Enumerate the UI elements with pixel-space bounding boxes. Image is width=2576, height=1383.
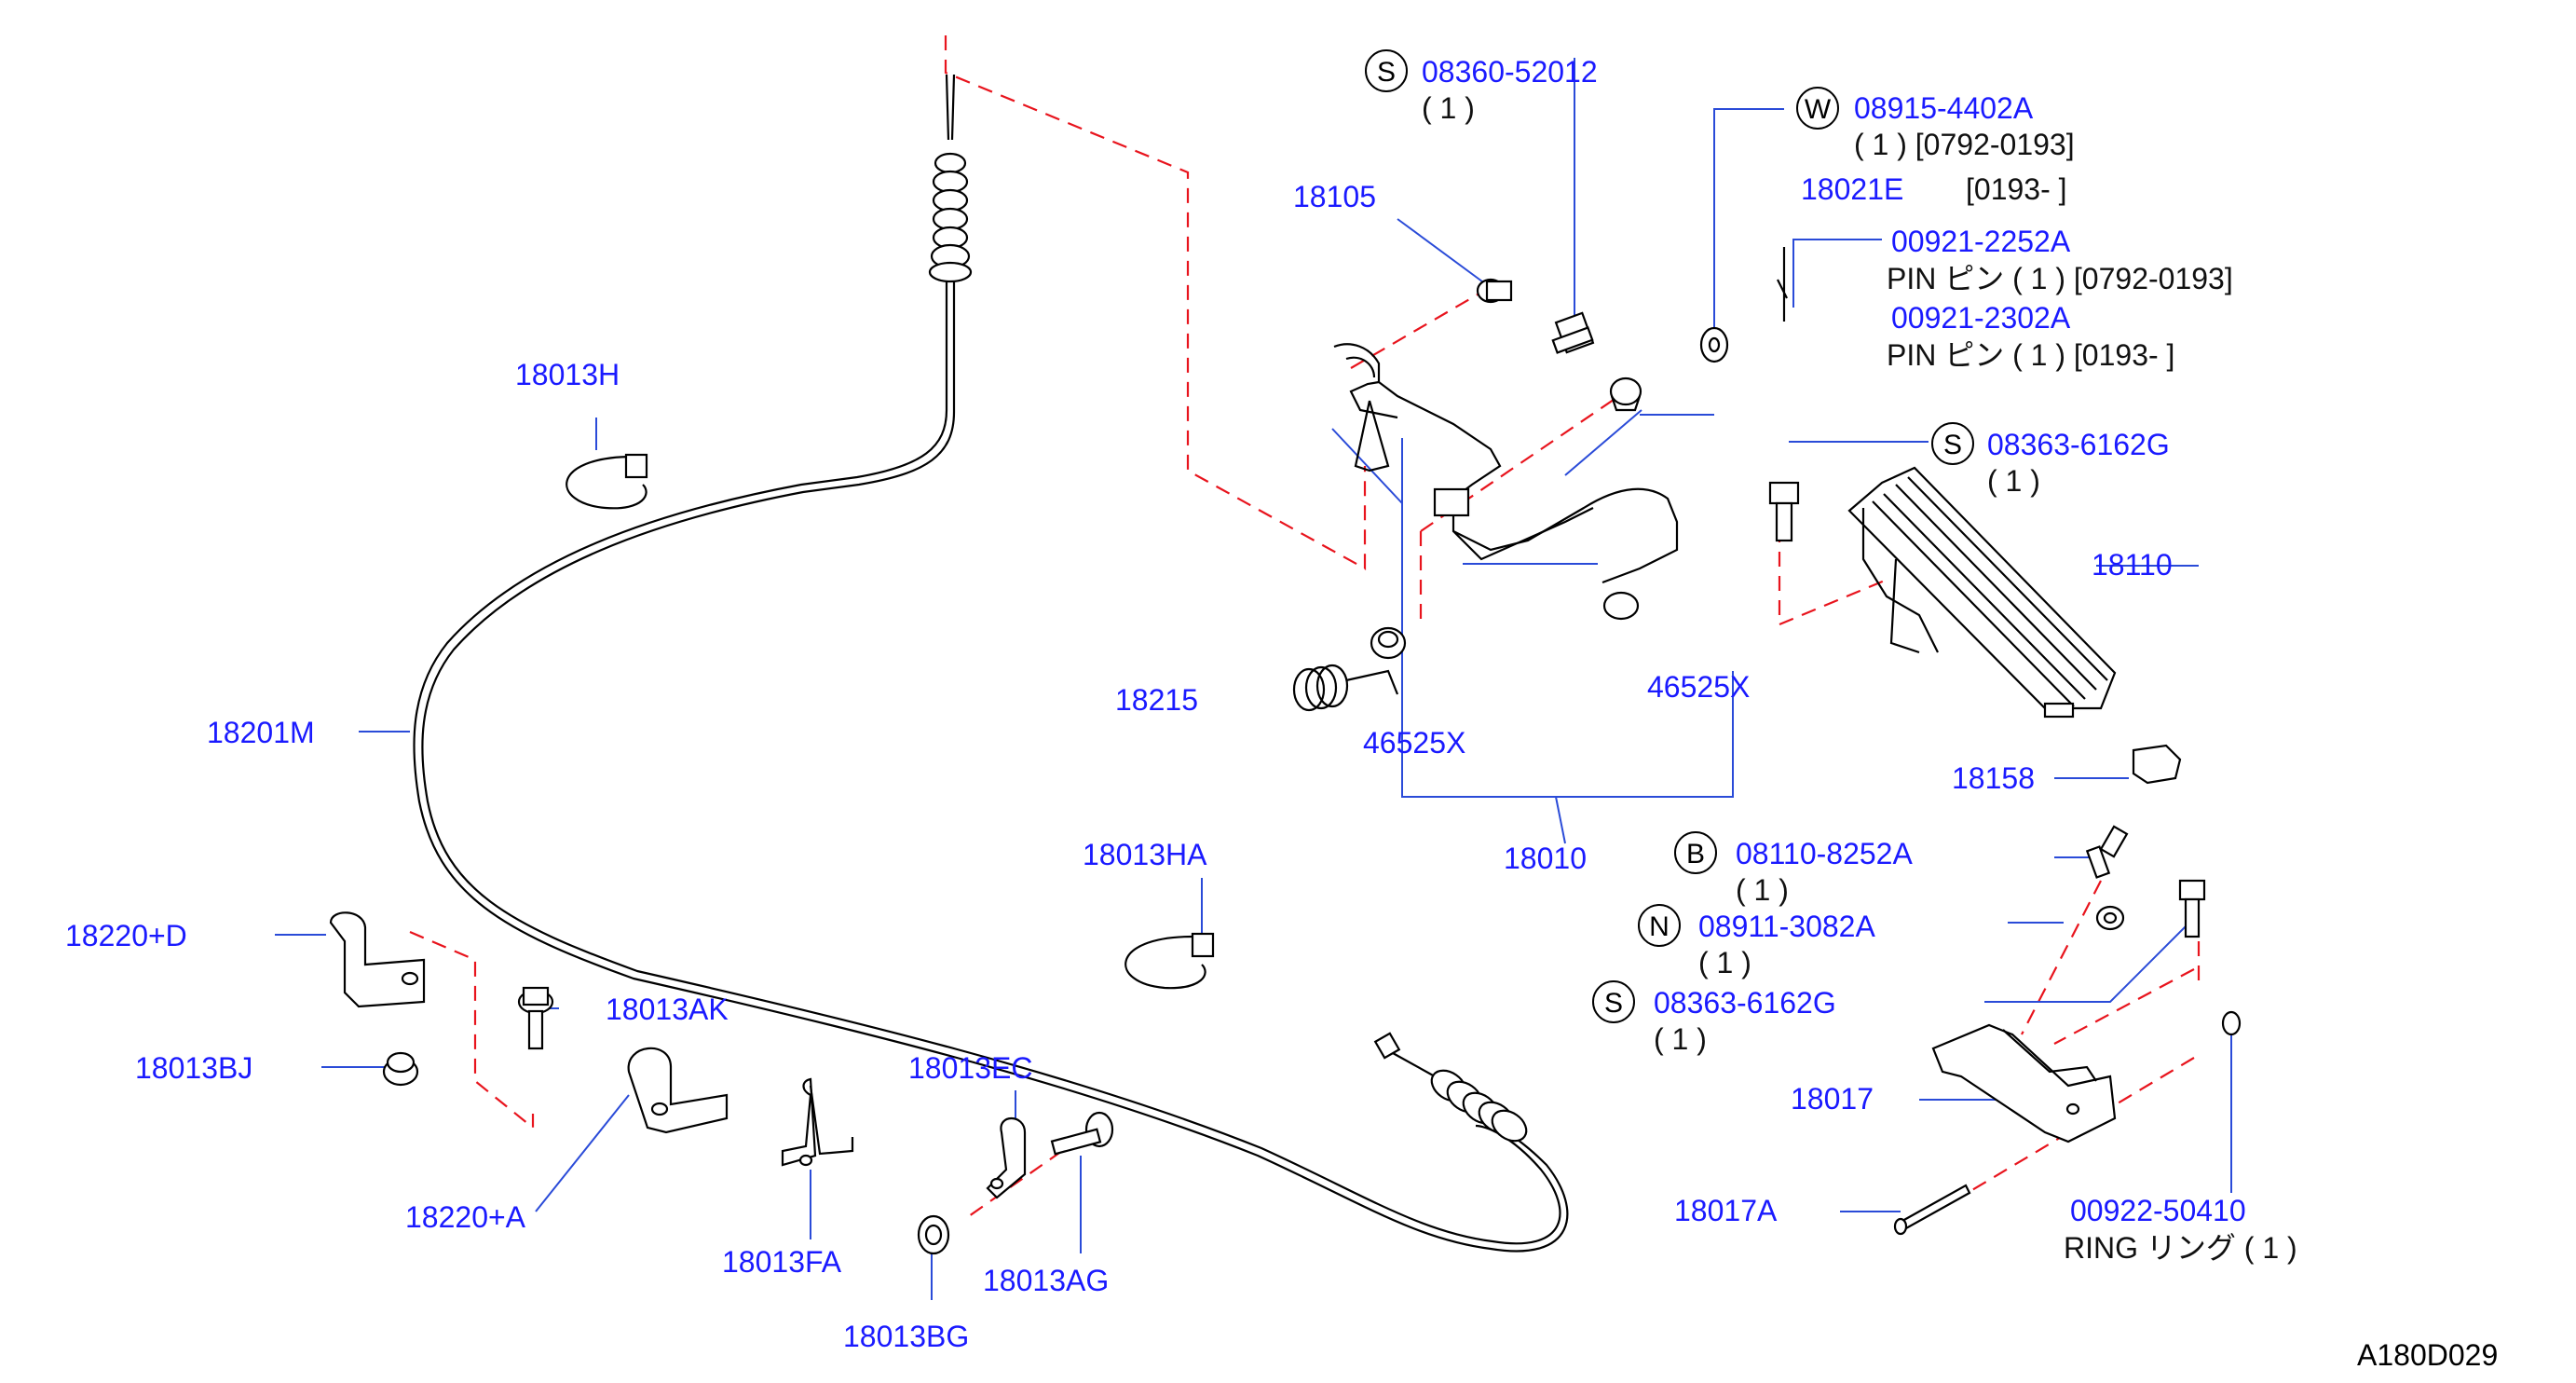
callout-18013ha[interactable]: 18013HA (1083, 838, 1207, 871)
qty-08110-8252a: ( 1 ) (1736, 873, 1789, 907)
callout-08360-52012[interactable]: 08360-52012 (1422, 55, 1598, 89)
bolt-08360-52012 (1551, 311, 1595, 354)
assembly-dashed-lines (409, 35, 2201, 1217)
bolt-18013ak (517, 986, 554, 1050)
bolt-08110 (2085, 825, 2129, 879)
prefix-letter: S (1943, 430, 1962, 460)
callout-08911-3082a[interactable]: 08911-3082A (1698, 910, 1875, 943)
washer-08915 (1699, 326, 1729, 363)
nut-18013bj (382, 1051, 419, 1087)
qty-08911-3082a: ( 1 ) (1698, 946, 1751, 979)
pin-18017a (1893, 1184, 1971, 1236)
qty-08363-6162g-bottom: ( 1 ) (1654, 1022, 1707, 1056)
callout-18013h[interactable]: 18013H (515, 358, 620, 391)
callout-labels: 08360-52012 ( 1 ) 08915-4402A ( 1 ) [079… (65, 55, 2498, 1372)
qty-08363-6162g-top: ( 1 ) (1987, 464, 2040, 498)
stopper-18158 (2132, 744, 2182, 785)
bracket-18017 (1931, 1023, 2117, 1143)
callout-08915-4402a[interactable]: 08915-4402A (1854, 91, 2034, 125)
bushing-46525x-2 (1609, 377, 1642, 412)
bolt-08363-top (1768, 481, 1800, 542)
cable-clamp-18013ha (1124, 932, 1215, 990)
callout-46525x-upper[interactable]: 46525X (1647, 670, 1750, 704)
callout-08363-6162g-top[interactable]: 08363-6162G (1987, 428, 2170, 461)
callout-18220d[interactable]: 18220+D (65, 919, 187, 952)
pedal-lever-18010 (1333, 343, 1679, 621)
callout-18013ec[interactable]: 18013EC (908, 1051, 1032, 1085)
bushing-18105 (1476, 278, 1513, 304)
callout-18021e[interactable]: 18021E (1801, 172, 1903, 206)
callout-00921-2302a[interactable]: 00921-2302A (1891, 301, 2071, 335)
desc-00922-50410: RING リング ( 1 ) (2064, 1231, 2297, 1265)
spring-18215 (1292, 664, 1399, 712)
clip-18013fa (781, 1077, 854, 1167)
callout-08363-6162g-bottom[interactable]: 08363-6162G (1654, 986, 1836, 1020)
callout-18158[interactable]: 18158 (1952, 761, 2035, 795)
desc-00921-2252a: PIN ピン ( 1 ) [0792-0193] (1887, 262, 2233, 295)
ring-00922 (2221, 1010, 2242, 1036)
desc-00921-2302a: PIN ピン ( 1 ) [0193- ] (1887, 338, 2174, 372)
bolt-08363-bottom (2178, 879, 2206, 938)
callout-00922-50410[interactable]: 00922-50410 (2070, 1194, 2246, 1227)
pin-00921 (1777, 247, 1788, 322)
callout-18017[interactable]: 18017 (1791, 1082, 1874, 1116)
callout-18201m[interactable]: 18201M (207, 716, 315, 749)
prefix-circle-s-08360: S (1365, 49, 1408, 92)
callout-46525x-lower[interactable]: 46525X (1363, 726, 1465, 760)
qty-08360-52012: ( 1 ) (1422, 91, 1475, 125)
callout-18013bg[interactable]: 18013BG (843, 1320, 969, 1353)
bracket-18220a (627, 1047, 729, 1134)
callout-18013bj[interactable]: 18013BJ (135, 1051, 252, 1085)
prefix-letter: B (1686, 839, 1705, 870)
bushing-46525x-1 (1370, 626, 1407, 660)
cable-clamp-18013h (566, 453, 648, 510)
accelerator-pedal-18110 (1847, 466, 2117, 719)
qty-08915-4402a: ( 1 ) [0792-0193] (1854, 128, 2075, 161)
prefix-letter: S (1377, 57, 1396, 88)
nut-08911 (2095, 905, 2125, 931)
callout-18105[interactable]: 18105 (1293, 180, 1376, 213)
nut-18013bg (917, 1214, 950, 1255)
callout-18010[interactable]: 18010 (1504, 842, 1587, 875)
callout-18017a[interactable]: 18017A (1674, 1194, 1778, 1227)
diagram-code: A180D029 (2357, 1338, 2498, 1372)
leader-lines (275, 58, 2232, 1300)
bolt-18013ag (1050, 1111, 1114, 1156)
prefix-letter: W (1805, 94, 1832, 125)
prefix-circle-b-08110: B (1674, 831, 1717, 874)
prefix-circle-s-08363-bottom: S (1592, 980, 1635, 1023)
bracket-18220d (329, 911, 426, 1008)
callout-08110-8252a[interactable]: 08110-8252A (1736, 837, 1913, 870)
callout-18215[interactable]: 18215 (1115, 683, 1198, 717)
prefix-letter: N (1649, 911, 1670, 942)
accelerator-cable (413, 74, 1569, 1253)
prefix-circle-s-08363-top: S (1931, 422, 1974, 465)
range-18021e: [0193- ] (1966, 172, 2067, 206)
callout-18013ag[interactable]: 18013AG (983, 1264, 1109, 1297)
callout-00921-2252a[interactable]: 00921-2252A (1891, 225, 2071, 258)
prefix-circle-n-08911: N (1638, 904, 1681, 947)
callout-18013fa[interactable]: 18013FA (722, 1245, 842, 1279)
prefix-letter: S (1604, 988, 1623, 1019)
prefix-circle-w-08915: W (1796, 87, 1839, 130)
callout-18110[interactable]: 18110 (2092, 548, 2173, 582)
clip-18013ec (986, 1117, 1027, 1199)
callout-18220a[interactable]: 18220+A (405, 1200, 526, 1234)
callout-18013ak[interactable]: 18013AK (606, 993, 729, 1026)
